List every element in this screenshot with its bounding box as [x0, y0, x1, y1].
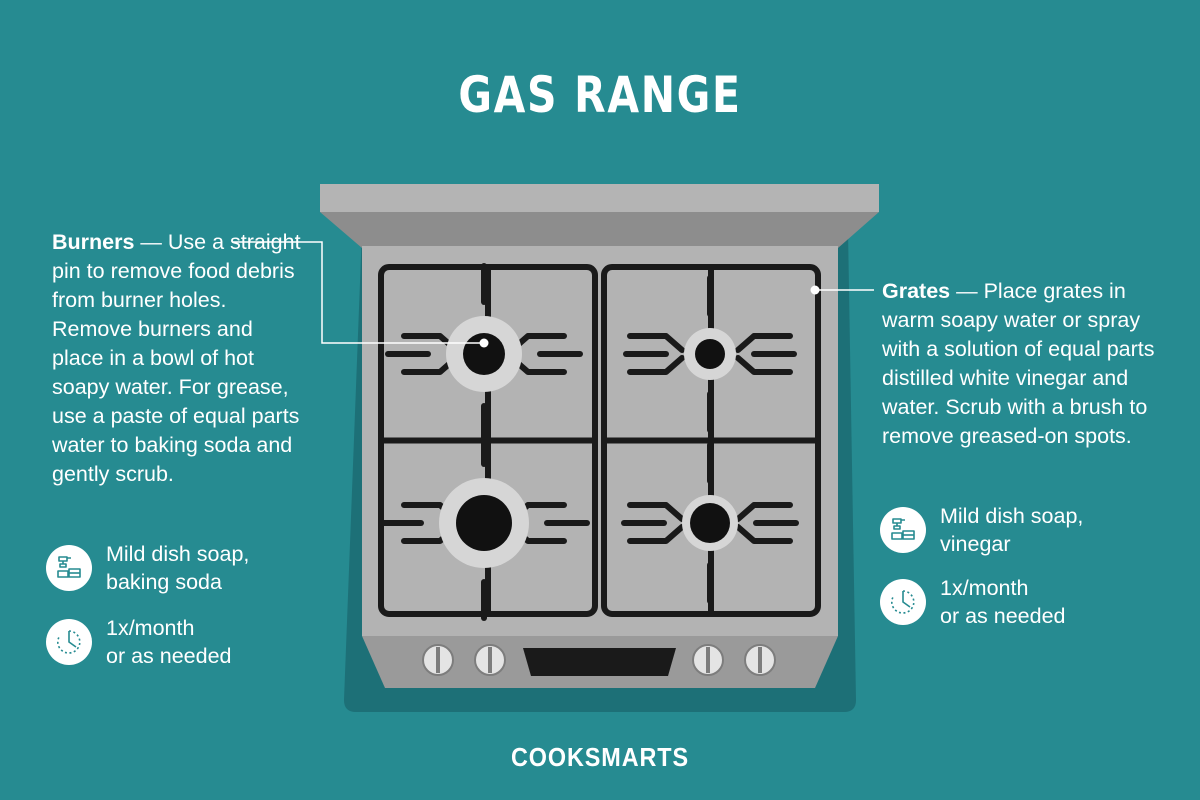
burners-supplies: Mild dish soap, baking soda	[46, 540, 249, 596]
grates-supplies-text: Mild dish soap, vinegar	[940, 504, 1084, 556]
grate-arm	[735, 524, 793, 544]
grate-arm	[735, 502, 793, 522]
backsplash	[320, 184, 879, 212]
burner-cap	[456, 495, 512, 551]
burners-leader-line	[232, 241, 484, 344]
grates-note: Grates — Place grates in warm soapy wate…	[882, 277, 1172, 451]
page-title: GAS RANGE	[458, 66, 742, 124]
burners-note: Burners — Use a straight pin to remove f…	[52, 228, 302, 489]
stove-knob-indicator	[706, 647, 710, 673]
grate-arm	[627, 355, 685, 375]
clock-icon	[46, 619, 92, 665]
grate-arm	[627, 502, 685, 522]
burners-text: — Use a straight pin to remove food debr…	[52, 230, 301, 486]
grate-arm	[735, 355, 793, 375]
stove-knob-indicator	[436, 647, 440, 673]
spray-bottle-sponge-icon	[46, 545, 92, 591]
grates-supplies: Mild dish soap, vinegar	[880, 502, 1083, 558]
grate-arm	[627, 333, 685, 353]
burners-leader-dot	[479, 338, 489, 348]
grates-text: — Place grates in warm soapy water or sp…	[882, 279, 1155, 448]
burners-frequency: 1x/month or as needed	[46, 614, 232, 670]
oven-vent	[523, 648, 676, 676]
brand-logo: COOKSMARTS	[510, 742, 690, 772]
grate-arm	[627, 524, 685, 544]
burner-cap	[695, 339, 725, 369]
grates-frequency: 1x/month or as needed	[880, 574, 1066, 630]
stove-knob-indicator	[758, 647, 762, 673]
grates-leader-dot	[810, 285, 820, 295]
backsplash-bottom	[320, 212, 879, 248]
burner-cap	[690, 503, 730, 543]
stove-knob-indicator	[488, 647, 492, 673]
spray-bottle-sponge-icon	[880, 507, 926, 553]
grates-heading: Grates	[882, 279, 951, 303]
burners-supplies-text: Mild dish soap, baking soda	[106, 542, 250, 594]
clock-icon	[880, 579, 926, 625]
grates-frequency-text: 1x/month or as needed	[940, 576, 1066, 628]
burners-heading: Burners	[52, 230, 135, 254]
grate-arm	[735, 333, 793, 353]
burners-frequency-text: 1x/month or as needed	[106, 616, 232, 668]
